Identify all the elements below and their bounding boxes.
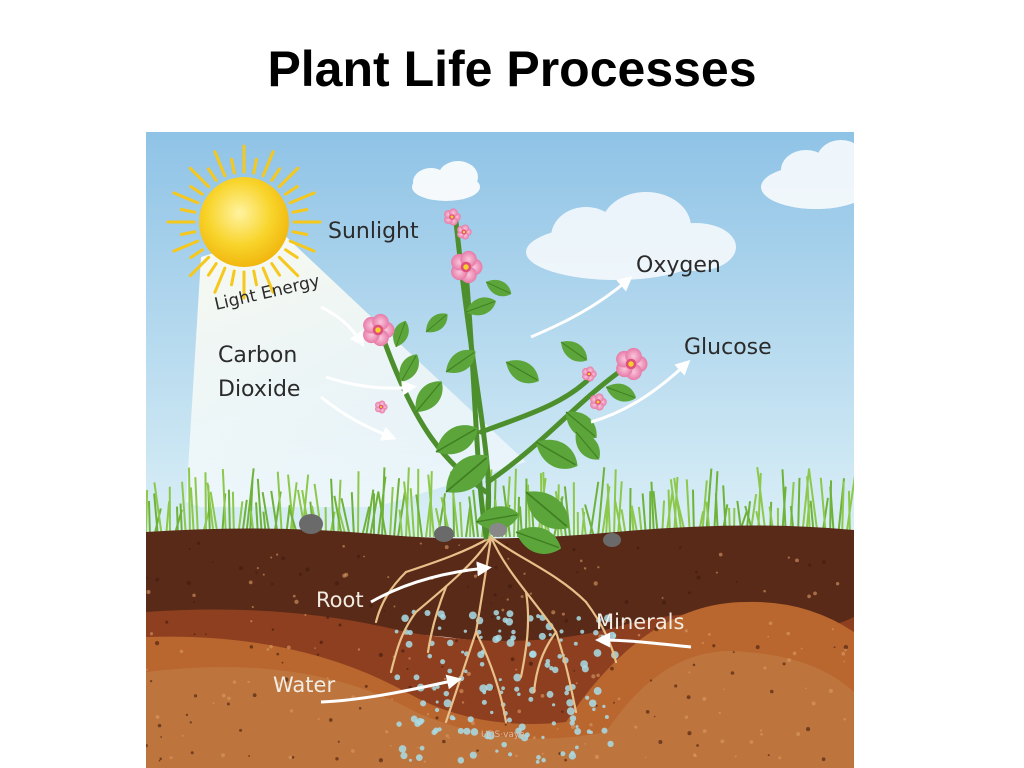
arrow-carbon-dioxide-1 — [325, 375, 417, 396]
arrow-carbon-dioxide-2 — [320, 395, 397, 441]
light-beam — [186, 232, 526, 507]
arrow-root — [370, 561, 492, 604]
subsoil-light — [146, 651, 854, 768]
sun-icon — [166, 144, 322, 300]
cloud-icon — [761, 140, 854, 209]
arrow-minerals — [595, 632, 692, 649]
arrow-glucose — [590, 359, 691, 424]
label-water: Water — [273, 673, 335, 697]
label-carbon: Carbon — [218, 343, 297, 368]
flower-icon — [363, 208, 648, 414]
stones — [299, 514, 621, 547]
label-oxygen: Oxygen — [636, 253, 721, 278]
label-sunlight: Sunlight — [328, 219, 419, 244]
plant-process-diagram: Sunlight Light Energy Carbon Dioxide Oxy… — [146, 132, 854, 768]
arrow-oxygen — [530, 276, 633, 339]
plant-leaves — [393, 279, 637, 554]
credit-watermark: UDS·vaya — [481, 730, 525, 740]
arrow-sunlight — [320, 305, 365, 347]
soil-specks — [146, 541, 849, 763]
label-minerals: Minerals — [596, 610, 684, 634]
label-root: Root — [316, 588, 364, 612]
process-arrows — [320, 276, 692, 704]
label-dioxide: Dioxide — [218, 377, 300, 402]
root-icon — [374, 535, 618, 724]
cloud-icon — [412, 161, 480, 201]
slide-title: Plant Life Processes — [267, 41, 757, 97]
cloud-icon — [526, 192, 736, 280]
label-glucose: Glucose — [684, 335, 772, 360]
topsoil — [146, 525, 854, 642]
arrow-water — [320, 674, 462, 704]
water-droplets — [394, 609, 619, 764]
